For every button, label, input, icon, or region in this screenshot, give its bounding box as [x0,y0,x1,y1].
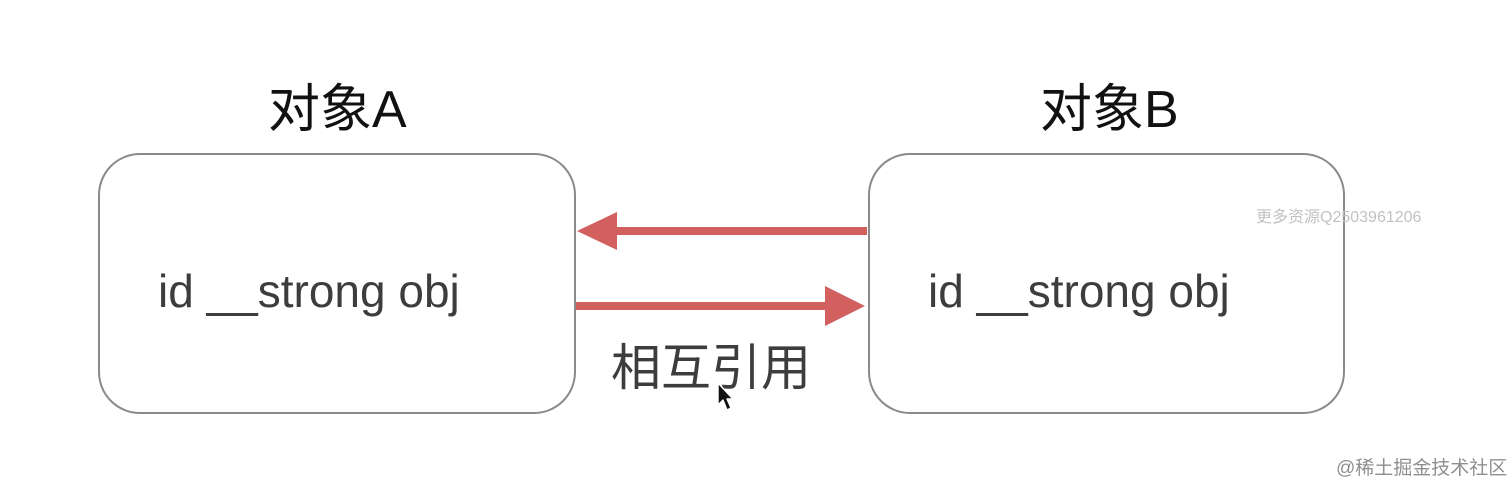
object-b-box [868,153,1345,414]
mutual-reference-label: 相互引用 [611,340,811,396]
b-to-a-arrow-head [577,212,617,250]
mouse-cursor-icon [717,382,734,411]
object-a-box [98,153,576,414]
object-b-title: 对象B [1040,81,1179,139]
object-a-title: 对象A [268,81,407,139]
resource-watermark: 更多资源Q2503961206 [1256,209,1422,226]
object-b-strong-reference: id __strong obj [928,265,1230,317]
juejin-watermark: @稀土掘金技术社区 [1336,458,1508,479]
a-to-b-arrow-head [825,286,865,326]
object-a-strong-reference: id __strong obj [158,265,460,317]
